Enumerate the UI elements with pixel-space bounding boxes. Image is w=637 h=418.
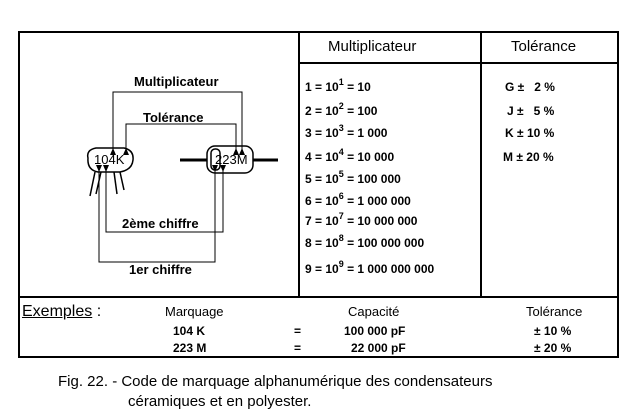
examples-col-marking: Marquage bbox=[165, 304, 224, 319]
examples-col-capacity: Capacité bbox=[348, 304, 400, 319]
multiplier-row: 5 = 105 = 100 000 bbox=[305, 169, 401, 187]
multiplier-row: 8 = 108 = 100 000 000 bbox=[305, 233, 425, 251]
tolerance-row: J ± 5 % bbox=[507, 104, 555, 118]
divider-vertical-1 bbox=[298, 31, 300, 298]
diagram-label-multiplier: Multiplicateur bbox=[134, 74, 219, 89]
figure-caption-line2: céramiques et en polyester. bbox=[128, 393, 312, 410]
header-multiplier: Multiplicateur bbox=[328, 38, 417, 55]
diagram-label-second-digit: 2ème chiffre bbox=[122, 216, 199, 231]
diagram-label-tolerance: Tolérance bbox=[143, 110, 204, 125]
multiplier-row: 4 = 104 = 10 000 bbox=[305, 147, 395, 165]
connector-lines bbox=[98, 91, 243, 263]
example-equals: = bbox=[294, 324, 302, 338]
example-equals: = bbox=[294, 341, 302, 355]
multiplier-row: 9 = 109 = 1 000 000 000 bbox=[305, 259, 435, 277]
multiplier-row: 2 = 102 = 100 bbox=[305, 101, 378, 119]
divider-header bbox=[298, 62, 619, 64]
divider-vertical-2 bbox=[480, 31, 482, 298]
example-tolerance: ± 20 % bbox=[534, 341, 572, 355]
multiplier-row: 3 = 103 = 1 000 bbox=[305, 123, 388, 141]
arrowheads bbox=[96, 148, 245, 172]
tolerance-row: K ± 10 % bbox=[505, 126, 555, 140]
tolerance-row: G ± 2 % bbox=[505, 80, 555, 94]
ceramic-marking: 104K bbox=[94, 152, 125, 167]
tolerance-row: M ± 20 % bbox=[503, 150, 554, 164]
example-capacity: 22 000 pF bbox=[351, 341, 406, 355]
multiplier-row: 6 = 106 = 1 000 000 bbox=[305, 191, 411, 209]
polyester-marking: 223M bbox=[215, 152, 248, 167]
table-frame bbox=[18, 31, 619, 358]
multiplier-row: 1 = 101 = 10 bbox=[305, 77, 371, 95]
divider-examples bbox=[18, 296, 619, 298]
example-tolerance: ± 10 % bbox=[534, 324, 572, 338]
examples-title: Exemples : bbox=[22, 303, 102, 320]
multiplier-row: 7 = 107 = 10 000 000 bbox=[305, 211, 418, 229]
example-marking: 223 M bbox=[173, 341, 207, 355]
figure-caption-line1: Fig. 22. - Code de marquage alphanumériq… bbox=[58, 373, 493, 390]
examples-col-tolerance: Tolérance bbox=[526, 304, 583, 319]
diagram-label-first-digit: 1er chiffre bbox=[129, 262, 192, 277]
example-capacity: 100 000 pF bbox=[344, 324, 406, 338]
example-marking: 104 K bbox=[173, 324, 206, 338]
header-tolerance: Tolérance bbox=[511, 38, 577, 55]
